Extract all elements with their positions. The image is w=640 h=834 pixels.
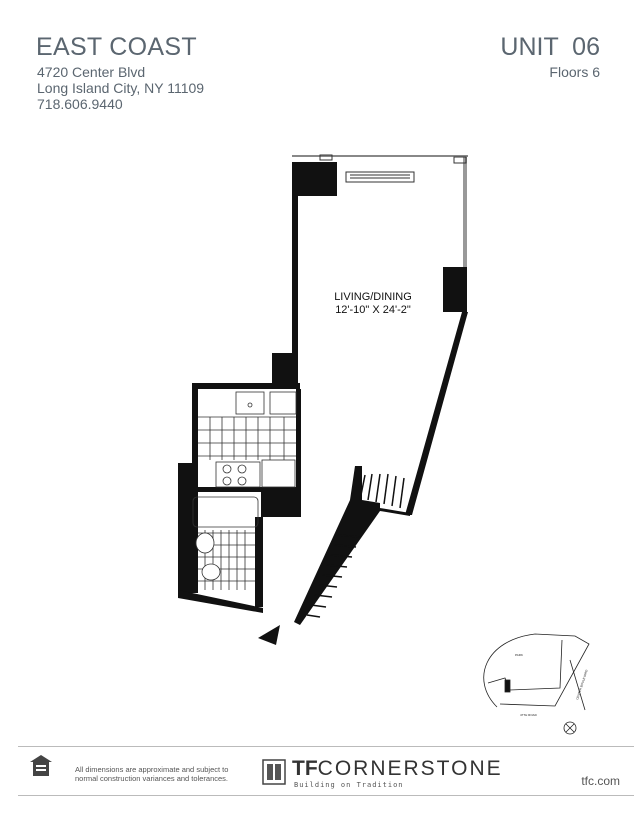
- divider-bottom: [18, 795, 634, 796]
- room-dimensions: 12'-10" X 24'-2": [335, 304, 411, 316]
- room-name: LIVING/DINING: [334, 291, 412, 303]
- bathroom: [192, 496, 259, 590]
- address: 4720 Center Blvd Long Island City, NY 11…: [37, 64, 204, 112]
- keyplan-road-label: 47TH ROAD: [520, 713, 538, 717]
- keyplan-park-label: PARK: [515, 653, 523, 657]
- disclaimer-line2: normal construction variances and tolera…: [75, 774, 228, 783]
- tagline: Building on Tradition: [294, 781, 404, 789]
- building-name: EAST COAST: [36, 33, 197, 61]
- stairs: [306, 473, 405, 618]
- tf-logo-mark: [262, 759, 286, 785]
- unit-number: UNIT 06: [500, 33, 600, 61]
- phone: 718.606.9440: [37, 96, 123, 112]
- equal-housing-icon: [30, 755, 52, 776]
- floors: Floors 6: [549, 64, 600, 80]
- kitchen: [198, 391, 297, 488]
- window-unit: [319, 154, 467, 183]
- website-link[interactable]: tfc.com: [581, 774, 620, 788]
- divider-top: [18, 746, 634, 747]
- brand-logo: TFCORNERSTONE: [292, 757, 503, 781]
- brand-rest: CORNERSTONE: [317, 757, 503, 780]
- walls: [178, 155, 468, 645]
- address-line2: Long Island City, NY 11109: [37, 80, 205, 96]
- brand-bold: TF: [292, 757, 318, 780]
- disclaimer-line1: All dimensions are approximate and subje…: [75, 765, 229, 774]
- key-plan: PARK CENTER BOULEVARD 47TH ROAD: [483, 633, 590, 735]
- address-line1: 4720 Center Blvd: [37, 64, 146, 80]
- disclaimer: All dimensions are approximate and subje…: [75, 765, 228, 783]
